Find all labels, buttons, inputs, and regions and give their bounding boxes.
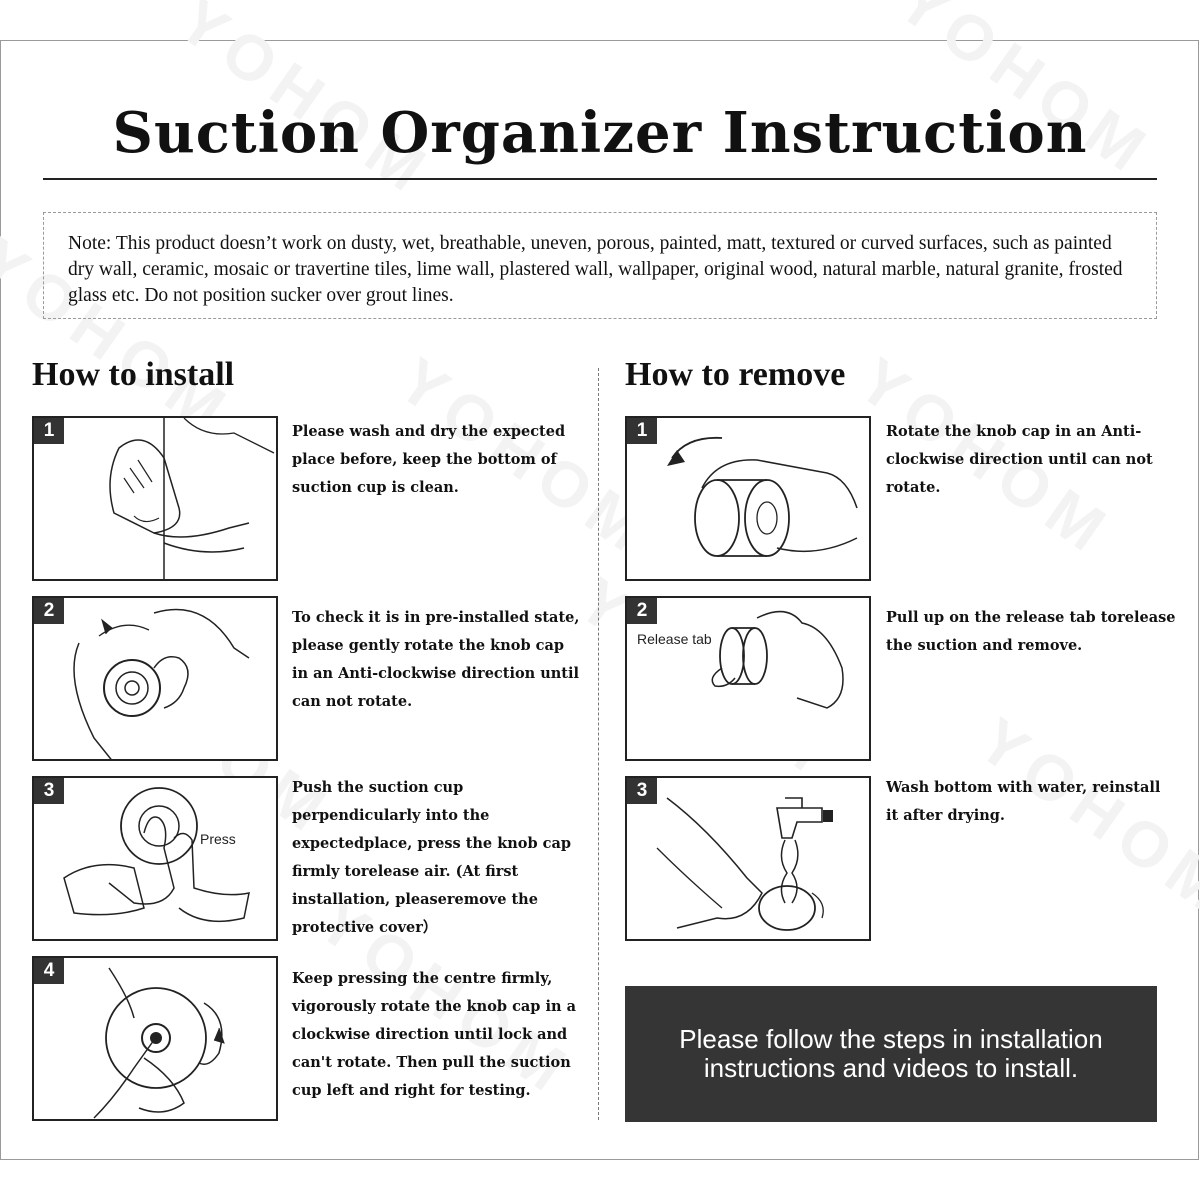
step-number-badge: 3 (34, 778, 64, 804)
wash-faucet-icon (656, 797, 833, 931)
lock-knob-icon (93, 967, 225, 1119)
install-heading: How to install (32, 356, 235, 393)
step-number-badge: 1 (627, 418, 657, 444)
remove-step-3-panel: 3 (625, 776, 871, 941)
install-step-3-panel: Press 3 (32, 776, 278, 941)
install-step-2-panel: 2 (32, 596, 278, 761)
step-number-badge: 4 (34, 958, 64, 984)
release-tab-icon: Release tab (637, 610, 844, 709)
step-number-badge: 2 (34, 598, 64, 624)
remove-heading: How to remove (625, 356, 846, 393)
remove-step-3-text: Wash bottom with water, reinstall it aft… (886, 779, 1161, 824)
unscrew-knob-icon (667, 436, 858, 557)
remove-step-2-panel: Release tab 2 (625, 596, 871, 761)
page-frame (0, 40, 1199, 1160)
install-step-4-text: Keep pressing the centre firmly, vigorou… (292, 970, 576, 1099)
remove-step-2-text: Pull up on the release tab torelease the… (886, 609, 1176, 654)
install-step-4-panel: 4 (32, 956, 278, 1121)
follow-instructions-callout: Please follow the steps in installation … (625, 986, 1157, 1122)
step-number-badge: 2 (627, 598, 657, 624)
title-divider (43, 178, 1157, 180)
note-box: Note: This product doesn’t work on dusty… (43, 212, 1157, 319)
release-tab-label: Release tab (637, 631, 712, 647)
page-title: Suction Organizer Instruction (112, 100, 1088, 166)
step-number-badge: 3 (627, 778, 657, 804)
remove-step-1-text: Rotate the knob cap in an Anti-clockwise… (886, 423, 1153, 496)
install-step-1-text: Please wash and dry the expected place b… (292, 423, 566, 496)
install-step-1-panel: 1 (32, 416, 278, 581)
column-divider (598, 368, 599, 1120)
wipe-surface-icon (109, 418, 275, 579)
step-number-badge: 1 (34, 418, 64, 444)
install-step-2-text: To check it is in pre-installed state, p… (292, 609, 580, 710)
press-cup-icon: Press (63, 787, 250, 923)
remove-step-1-panel: 1 (625, 416, 871, 581)
rotate-knob-icon (73, 608, 250, 759)
press-label: Press (200, 831, 236, 847)
install-step-3-text: Push the suction cup perpendicularly int… (292, 779, 572, 936)
